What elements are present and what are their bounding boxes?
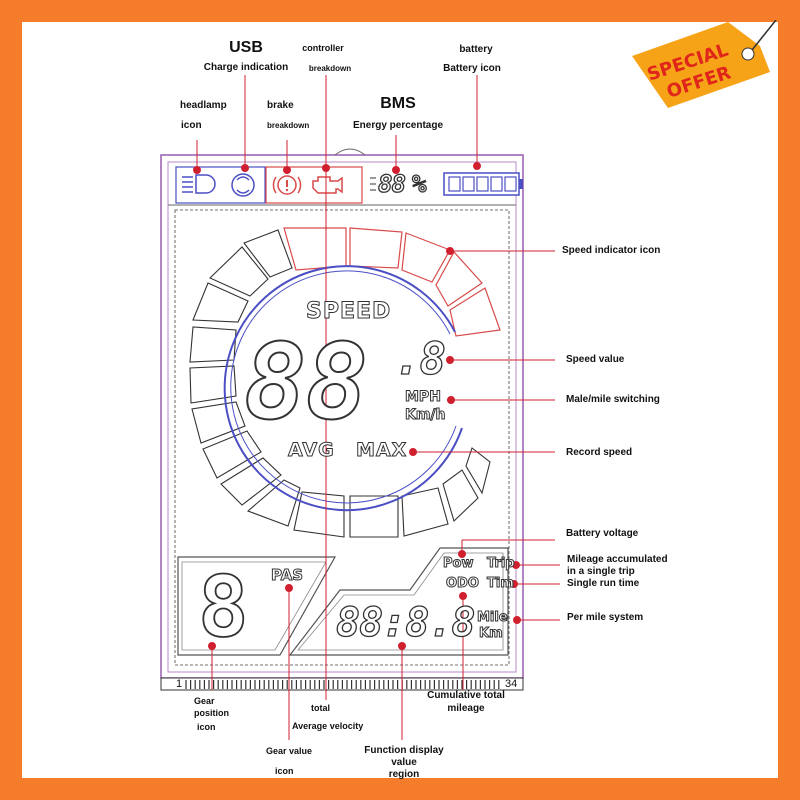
frame-top	[0, 0, 800, 22]
pin-ticks	[185, 680, 500, 689]
left-icon-group	[175, 166, 266, 204]
pas-label: PAS	[270, 566, 304, 584]
tim-label: Tim	[487, 576, 515, 591]
trip-label: Trip	[487, 556, 516, 571]
label-mileage-line1: Mileage accumulated	[567, 554, 668, 565]
label-gear-icon: icon	[197, 722, 216, 732]
odo-label: ODO	[446, 576, 480, 591]
label-gear-position: position	[194, 708, 229, 718]
label-battery-icon: Battery icon	[443, 63, 501, 74]
label-battery-voltage: Battery voltage	[566, 528, 639, 539]
price-tag-shape	[632, 22, 770, 108]
label-cumulative-line1: Cumulative total	[427, 690, 505, 701]
label-speed-indicator-icon: Speed indicator icon	[562, 245, 661, 256]
label-function-line2: value	[391, 757, 417, 768]
unit-mph: MPH	[405, 389, 442, 405]
max-label: MAX	[355, 439, 408, 461]
function-panel-inner	[297, 552, 504, 651]
frame-bottom	[0, 778, 800, 800]
label-cumulative-line2: mileage	[447, 703, 485, 714]
display-viewport	[174, 209, 510, 666]
label-speed-value: Speed value	[566, 354, 625, 365]
label-single-run-time: Single run time	[567, 578, 640, 589]
avg-label: AVG	[288, 439, 335, 461]
label-gear-value: Gear value	[266, 746, 313, 756]
display-inner	[167, 161, 517, 673]
tag-string	[751, 20, 777, 51]
label-charge-indication: Charge indication	[203, 62, 289, 73]
battery-icon	[443, 172, 523, 196]
display-tab	[334, 148, 366, 156]
headlamp-icon	[182, 174, 216, 194]
gear-digit: 8	[197, 558, 249, 656]
label-controller: controller	[302, 43, 344, 53]
gear-panel	[177, 556, 337, 656]
controller-breakdown-icon	[312, 176, 343, 194]
mile-label: Mile	[477, 610, 509, 625]
pin-label-right: 34	[505, 678, 518, 690]
label-male-mile-switching: Male/mile switching	[566, 394, 660, 405]
label-record-speed: Record speed	[566, 447, 633, 458]
label-headlamp-icon: icon	[181, 120, 202, 131]
speed-decimal: .8	[393, 334, 446, 385]
function-digits: 88:8.8	[335, 600, 476, 646]
percent-digits: 88	[377, 170, 406, 198]
label-brake-breakdown: breakdown	[267, 121, 310, 130]
label-function-line1: Function display	[364, 745, 444, 756]
usb-charge-icon	[231, 173, 255, 197]
function-panel	[288, 547, 509, 656]
speed-ring-inner	[230, 270, 457, 504]
speed-text: SPEED	[305, 299, 392, 324]
label-brake: brake	[267, 100, 294, 111]
unit-kmh: Km/h	[405, 407, 447, 423]
brake-breakdown-icon	[272, 175, 302, 195]
special-offer-badge: SPECIAL OFFER	[628, 20, 778, 112]
pow-label: Pow	[442, 556, 474, 571]
percent-prefix-icon	[370, 177, 376, 191]
label-total: total	[311, 703, 330, 713]
label-mileage-line2: in a single trip	[567, 566, 635, 577]
label-headlamp: headlamp	[180, 100, 227, 111]
label-usb: USB	[229, 39, 263, 56]
label-function-line3: region	[388, 769, 420, 780]
tag-hole	[741, 47, 755, 61]
gear-panel-inner	[181, 561, 327, 651]
label-bms: BMS	[380, 95, 416, 112]
km-label: Km	[479, 626, 504, 641]
label-per-mile-system: Per mile system	[567, 612, 644, 623]
label-controller-breakdown: breakdown	[308, 64, 352, 73]
label-gear: Gear	[194, 696, 215, 706]
label-energy-percentage: Energy percentage	[352, 120, 444, 131]
label-average-velocity: Average velocity	[292, 721, 364, 731]
pin-label-left: 1	[176, 678, 183, 690]
speed-ring	[223, 265, 463, 512]
speed-indicator-segments	[283, 227, 501, 337]
frame-left	[0, 0, 22, 800]
speed-digits: 88	[243, 321, 369, 443]
red-icon-group	[265, 166, 363, 204]
percent-sign: %	[411, 170, 427, 198]
label-battery: battery	[459, 44, 493, 55]
label-gear-value-icon: icon	[275, 766, 294, 776]
frame-right	[778, 0, 800, 800]
